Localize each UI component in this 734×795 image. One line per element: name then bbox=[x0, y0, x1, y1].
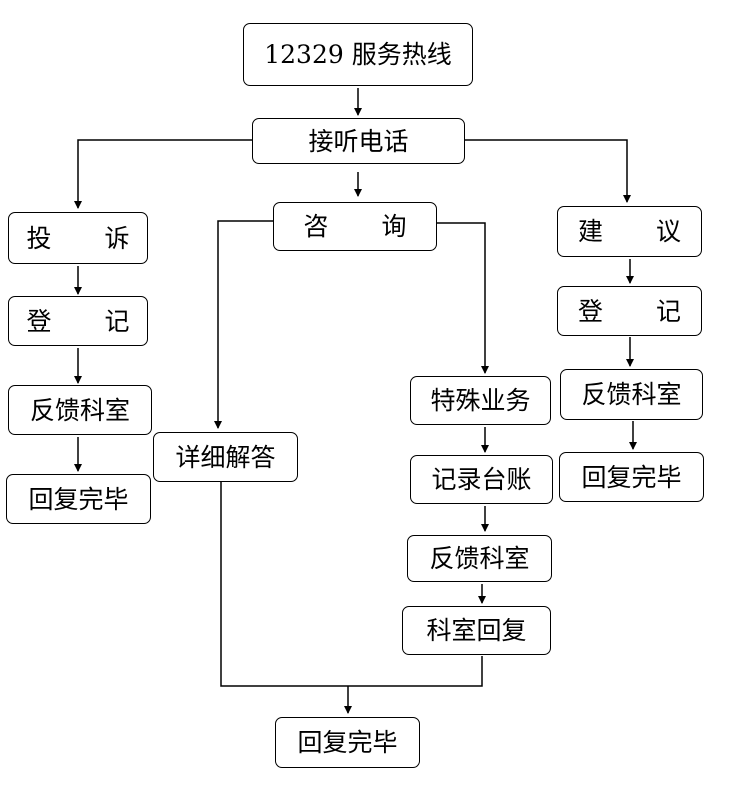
suggestion-box: 建 议 bbox=[557, 206, 702, 257]
complaint-register-box: 登 记 bbox=[8, 296, 148, 346]
suggestion-done-box: 回复完毕 bbox=[559, 452, 704, 502]
arrow-consult-to-detail bbox=[214, 220, 273, 429]
arrow-answer-to-complaint bbox=[74, 139, 252, 209]
merge-line bbox=[220, 482, 483, 687]
arrow-consult-to-special bbox=[437, 222, 489, 374]
complaint-done-box: 回复完毕 bbox=[6, 474, 151, 524]
complaint-feedback-box: 反馈科室 bbox=[8, 385, 152, 435]
arrow-answer-to-suggestion bbox=[465, 139, 631, 203]
hotline-box: 12329 服务热线 bbox=[243, 23, 473, 86]
special-feedback-box: 反馈科室 bbox=[407, 535, 552, 582]
detail-answer-box: 详细解答 bbox=[153, 432, 298, 482]
answer-call-box: 接听电话 bbox=[252, 118, 465, 164]
complaint-box: 投 诉 bbox=[8, 212, 148, 264]
consult-box: 咨 询 bbox=[273, 202, 437, 251]
department-reply-box: 科室回复 bbox=[402, 606, 551, 655]
suggestion-register-box: 登 记 bbox=[557, 286, 702, 336]
consult-done-box: 回复完毕 bbox=[275, 717, 420, 768]
suggestion-feedback-box: 反馈科室 bbox=[560, 369, 703, 420]
ledger-box: 记录台账 bbox=[410, 455, 553, 504]
special-business-box: 特殊业务 bbox=[410, 376, 551, 425]
